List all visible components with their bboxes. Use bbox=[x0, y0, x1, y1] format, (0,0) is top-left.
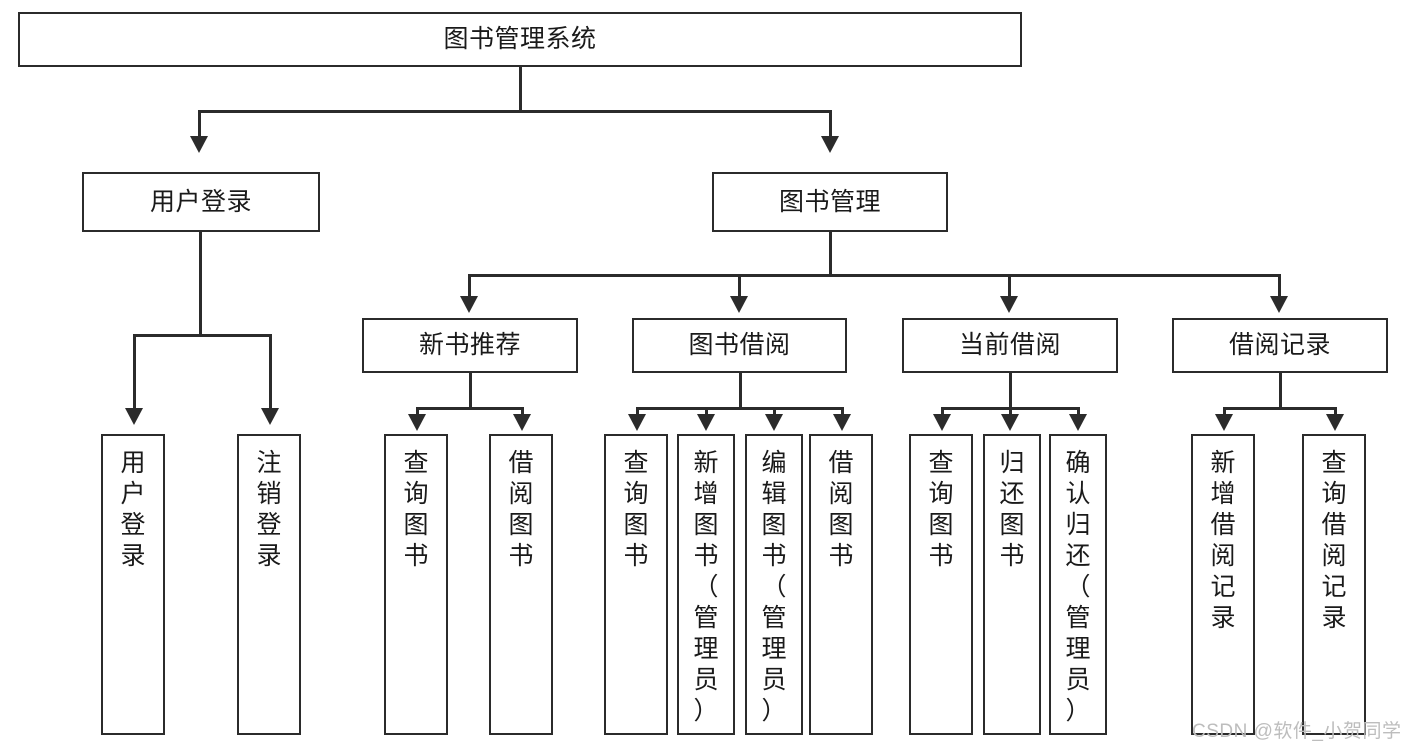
edge-root-stem bbox=[519, 67, 522, 112]
edge-user-login-stem bbox=[199, 232, 202, 336]
edge-to-book-manage bbox=[829, 110, 832, 138]
node-label: 新书推荐 bbox=[418, 331, 521, 360]
edge-book-borrow-child-2 bbox=[705, 407, 708, 416]
node-label: 图书管理 bbox=[778, 187, 881, 216]
arrowhead-branch-current-borrow bbox=[1000, 296, 1018, 313]
edge-borrow-record-child-1 bbox=[1223, 407, 1226, 416]
edge-new-book-stem bbox=[469, 373, 472, 409]
leaf-query-book-borrow[interactable]: 查询图书 bbox=[604, 434, 668, 735]
node-label: 借阅图书 bbox=[828, 449, 854, 570]
arrowhead-branch-borrow-record bbox=[1270, 296, 1288, 313]
arrowhead-borrow-record-child-2 bbox=[1326, 414, 1344, 431]
node-label: 新增图书（管理员） bbox=[693, 449, 719, 725]
edge-branch-current-borrow bbox=[1008, 274, 1011, 298]
node-label: 查询图书 bbox=[623, 449, 649, 570]
arrowhead-branch-new-book bbox=[460, 296, 478, 313]
node-label: 当前借阅 bbox=[958, 331, 1061, 360]
edge-branch-book-borrow bbox=[738, 274, 741, 298]
leaf-query-book-current[interactable]: 查询图书 bbox=[909, 434, 973, 735]
edge-book-borrow-bus bbox=[636, 407, 844, 410]
node-label: 编辑图书（管理员） bbox=[761, 449, 787, 725]
node-label: 借阅图书 bbox=[508, 449, 534, 570]
edge-branch-borrow-record bbox=[1278, 274, 1281, 298]
arrowhead-user-login-child-2 bbox=[261, 408, 279, 425]
arrowhead-book-borrow-child-4 bbox=[833, 414, 851, 431]
arrowhead-new-book-child-2 bbox=[513, 414, 531, 431]
node-user-login[interactable]: 用户登录 bbox=[82, 172, 320, 232]
edge-branch-new-book bbox=[468, 274, 471, 298]
node-label: 查询图书 bbox=[928, 449, 954, 570]
leaf-borrow-book[interactable]: 借阅图书 bbox=[809, 434, 873, 735]
node-root-library-system[interactable]: 图书管理系统 bbox=[18, 12, 1022, 67]
node-label: 图书管理系统 bbox=[443, 25, 597, 54]
node-label: 借阅记录 bbox=[1228, 331, 1331, 360]
edge-root-bus bbox=[198, 110, 832, 113]
node-label: 用户登录 bbox=[120, 449, 146, 570]
edge-borrow-record-bus bbox=[1223, 407, 1337, 410]
node-borrow-record[interactable]: 借阅记录 bbox=[1172, 318, 1388, 373]
leaf-logout[interactable]: 注销登录 bbox=[237, 434, 301, 735]
arrowhead-current-borrow-child-3 bbox=[1069, 414, 1087, 431]
arrowhead-book-manage bbox=[821, 136, 839, 153]
leaf-confirm-return-admin[interactable]: 确认归还（管理员） bbox=[1049, 434, 1107, 735]
edge-book-borrow-stem bbox=[739, 373, 742, 409]
edge-borrow-record-stem bbox=[1279, 373, 1282, 409]
node-label: 新增借阅记录 bbox=[1210, 449, 1236, 632]
arrowhead-branch-book-borrow bbox=[730, 296, 748, 313]
arrowhead-current-borrow-child-1 bbox=[933, 414, 951, 431]
edge-user-login-child-1 bbox=[133, 334, 136, 410]
edge-current-borrow-child-3 bbox=[1077, 407, 1080, 416]
edge-book-manage-bus bbox=[468, 274, 1278, 277]
edge-current-borrow-child-2 bbox=[1009, 407, 1012, 416]
node-new-book-recommend[interactable]: 新书推荐 bbox=[362, 318, 578, 373]
node-book-borrow[interactable]: 图书借阅 bbox=[632, 318, 847, 373]
leaf-query-borrow-record[interactable]: 查询借阅记录 bbox=[1302, 434, 1366, 735]
arrowhead-borrow-record-child-1 bbox=[1215, 414, 1233, 431]
node-label: 用户登录 bbox=[149, 187, 252, 216]
node-label: 图书借阅 bbox=[688, 331, 791, 360]
edge-book-borrow-child-4 bbox=[841, 407, 844, 416]
node-label: 注销登录 bbox=[256, 449, 282, 570]
node-label: 查询借阅记录 bbox=[1321, 449, 1347, 632]
edge-new-book-child-1 bbox=[416, 407, 419, 416]
leaf-borrow-book-recommend[interactable]: 借阅图书 bbox=[489, 434, 553, 735]
edge-user-login-child-2 bbox=[269, 334, 272, 410]
leaf-add-borrow-record[interactable]: 新增借阅记录 bbox=[1191, 434, 1255, 735]
arrowhead-book-borrow-child-1 bbox=[628, 414, 646, 431]
edge-book-borrow-child-1 bbox=[636, 407, 639, 416]
edge-book-manage-stem bbox=[829, 232, 832, 276]
leaf-query-book-recommend[interactable]: 查询图书 bbox=[384, 434, 448, 735]
node-label: 确认归还（管理员） bbox=[1065, 449, 1091, 725]
node-label: 归还图书 bbox=[999, 449, 1025, 570]
edge-new-book-child-2 bbox=[521, 407, 524, 416]
edge-new-book-bus bbox=[416, 407, 524, 410]
edge-to-user-login bbox=[198, 110, 201, 138]
leaf-add-book-admin[interactable]: 新增图书（管理员） bbox=[677, 434, 735, 735]
arrowhead-user-login bbox=[190, 136, 208, 153]
node-current-borrow[interactable]: 当前借阅 bbox=[902, 318, 1118, 373]
node-book-management[interactable]: 图书管理 bbox=[712, 172, 948, 232]
arrowhead-new-book-child-1 bbox=[408, 414, 426, 431]
edge-book-borrow-child-3 bbox=[773, 407, 776, 416]
arrowhead-book-borrow-child-3 bbox=[765, 414, 783, 431]
arrowhead-user-login-child-1 bbox=[125, 408, 143, 425]
leaf-return-book[interactable]: 归还图书 bbox=[983, 434, 1041, 735]
leaf-user-login[interactable]: 用户登录 bbox=[101, 434, 165, 735]
leaf-edit-book-admin[interactable]: 编辑图书（管理员） bbox=[745, 434, 803, 735]
edge-current-borrow-child-1 bbox=[941, 407, 944, 416]
arrowhead-book-borrow-child-2 bbox=[697, 414, 715, 431]
arrowhead-current-borrow-child-2 bbox=[1001, 414, 1019, 431]
edge-user-login-bus bbox=[133, 334, 269, 337]
csdn-watermark: CSDN @软件_小贺同学 bbox=[1192, 721, 1402, 742]
edge-borrow-record-child-2 bbox=[1334, 407, 1337, 416]
edge-current-borrow-stem bbox=[1009, 373, 1012, 409]
node-label: 查询图书 bbox=[403, 449, 429, 570]
